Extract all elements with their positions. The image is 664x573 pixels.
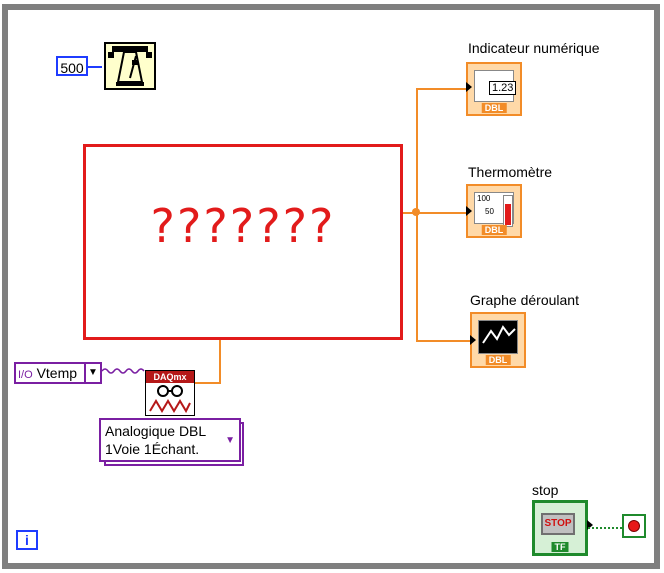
chart-input-arrow	[470, 335, 476, 345]
wire-junction	[412, 208, 420, 216]
wire-to-chart	[416, 340, 472, 342]
channel-label: Vtemp	[36, 365, 78, 381]
io-icon: I/O	[18, 369, 33, 381]
thermo-input-arrow	[466, 206, 472, 216]
wait-function[interactable]	[104, 42, 156, 90]
wire-to-thermo	[416, 212, 468, 214]
stop-output-arrow	[587, 520, 593, 530]
loop-condition[interactable]	[622, 514, 646, 538]
mode-line2: 1Voie 1Échant.	[105, 441, 200, 457]
missing-code-box: ???????	[83, 144, 403, 340]
wire-to-numeric	[416, 88, 468, 90]
numeric-input-arrow	[466, 82, 472, 92]
daqmx-header: DAQmx	[146, 371, 194, 383]
wait-constant[interactable]: 500	[56, 56, 88, 76]
ring-chevron-icon[interactable]: ▼	[225, 435, 235, 446]
numeric-indicator[interactable]: 1.23 DBL	[466, 62, 522, 116]
thermo-fill	[505, 204, 511, 225]
wire-daq-up	[219, 340, 221, 384]
chevron-down-icon[interactable]: ▼	[84, 364, 100, 382]
stop-button[interactable]: STOP TF	[532, 500, 593, 556]
mode-line1: Analogique DBL	[105, 423, 207, 439]
numeric-display: 1.23	[489, 81, 517, 95]
chart-label: Graphe déroulant	[470, 292, 579, 308]
numeric-type: DBL	[481, 103, 507, 113]
chart-indicator[interactable]: DBL	[470, 312, 526, 368]
thermo-tube	[503, 195, 513, 227]
numeric-label: Indicateur numérique	[468, 40, 600, 56]
thermo-scale-mid: 50	[485, 207, 494, 216]
stop-button-face: STOP	[541, 513, 575, 535]
mode-selector[interactable]: Analogique DBL 1Voie 1Échant. ▼	[99, 418, 241, 462]
stop-type: TF	[551, 542, 569, 552]
iteration-terminal: i	[16, 530, 38, 550]
thermo-scale-top: 100	[477, 194, 491, 203]
metronome-icon	[108, 46, 152, 86]
wire-daq-right	[195, 382, 221, 384]
glasses-icon	[149, 385, 191, 414]
blue-wire	[88, 66, 102, 68]
channel-wire	[102, 368, 145, 374]
wire-box-out	[403, 212, 417, 214]
chart-wave-icon	[482, 325, 516, 344]
thermo-indicator[interactable]: 100 50 DBL	[466, 184, 522, 238]
thermo-label: Thermomètre	[468, 164, 553, 180]
channel-constant[interactable]: I/O Vtemp ▼	[14, 362, 102, 384]
thermo-type: DBL	[481, 225, 507, 235]
stop-if-true-icon	[628, 520, 640, 532]
stop-label: stop	[532, 482, 559, 498]
bool-wire	[588, 527, 622, 529]
daqmx-read[interactable]: DAQmx	[145, 370, 195, 416]
chart-type: DBL	[485, 355, 511, 365]
placeholder-text: ???????	[150, 199, 336, 253]
